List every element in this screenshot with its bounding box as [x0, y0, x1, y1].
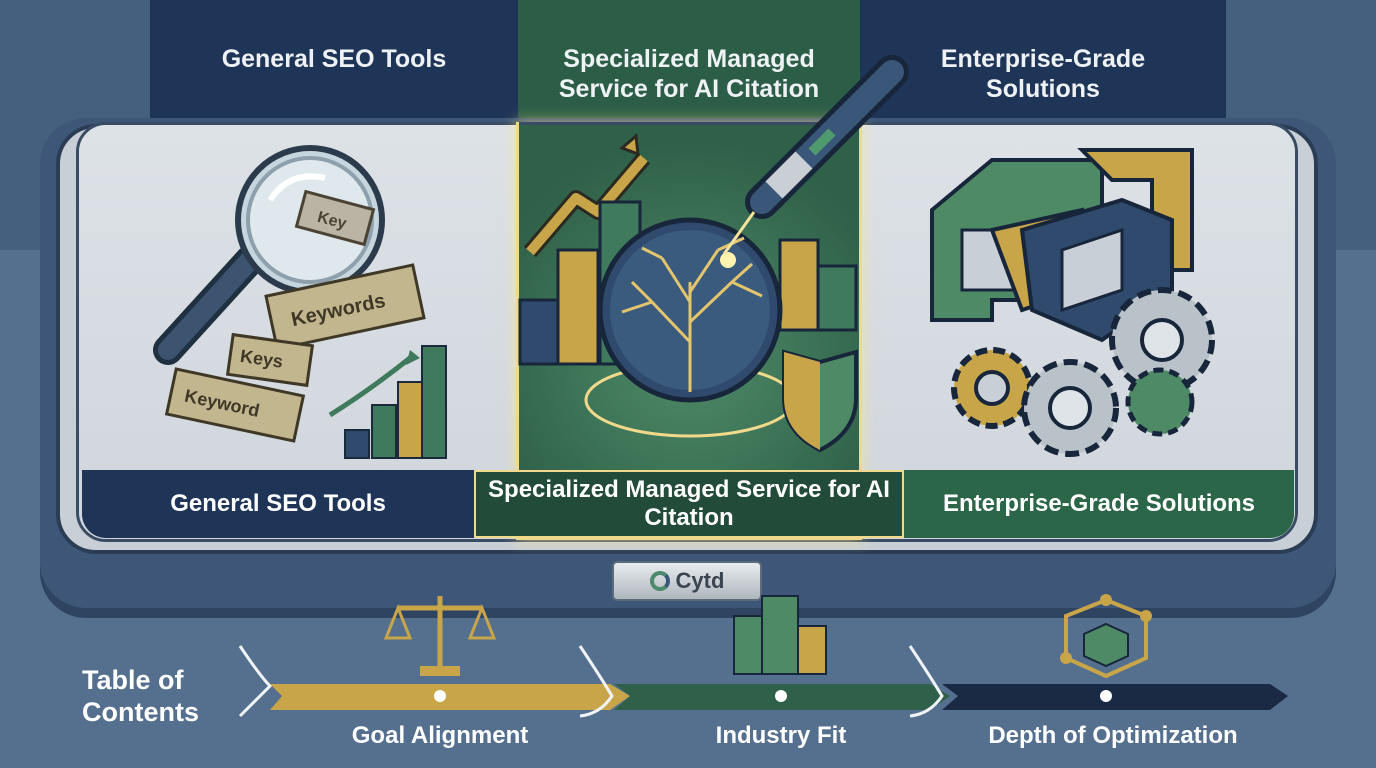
- label-enterprise-grade-solutions: Enterprise-Grade Solutions: [904, 470, 1294, 538]
- brand-name: Cytd: [675, 568, 725, 593]
- small-bar-chart-icon: [328, 345, 447, 459]
- toc-timeline: [238, 594, 1288, 718]
- network-cube-icon: [1060, 594, 1152, 679]
- keyword-bricks: Key Keywords Keys Keyword: [164, 189, 426, 443]
- office-buildings-icon: [733, 595, 827, 675]
- top-panel-specialized: Specialized Managed Service for AI Citat…: [518, 0, 860, 130]
- timeline-dot-depth-of-optimization: [1100, 690, 1112, 702]
- pen-icon: [722, 55, 909, 255]
- ai-brain-sphere-icon: [584, 217, 796, 438]
- brand-plate: Cytd: [612, 561, 762, 601]
- top-panel-general: General SEO Tools: [150, 0, 518, 130]
- label-specialized-managed-service: Specialized Managed Service for AI Citat…: [474, 470, 904, 538]
- seo-tools-illustration: Key Keywords Keys Keyword: [153, 145, 447, 459]
- balance-scale-icon: [383, 596, 497, 676]
- toc-title: Table of Contents: [82, 665, 199, 727]
- label-general-seo-tools: General SEO Tools: [82, 470, 474, 538]
- toc-item-goal-alignment[interactable]: Goal Alignment: [351, 722, 529, 749]
- timeline-dot-goal-alignment: [434, 690, 446, 702]
- interlocking-blocks-icon: [930, 148, 1194, 343]
- top-title-general: General SEO Tools: [221, 45, 447, 73]
- gears-icon: [951, 287, 1215, 457]
- top-title-specialized: Specialized Managed Service for AI Citat…: [558, 45, 820, 103]
- toc-item-industry-fit[interactable]: Industry Fit: [715, 722, 847, 749]
- timeline-dot-industry-fit: [775, 690, 787, 702]
- shield-icon: [782, 349, 858, 453]
- top-title-enterprise: Enterprise-Grade Solutions: [940, 45, 1146, 103]
- ai-citation-illustration: [518, 55, 909, 453]
- toc-item-depth-of-optimization[interactable]: Depth of Optimization: [988, 722, 1238, 749]
- growth-arrow-icon: [523, 133, 651, 258]
- brand-logo-icon: [649, 571, 670, 591]
- enterprise-illustration: [930, 148, 1215, 457]
- top-panel-enterprise: Enterprise-Grade Solutions: [860, 0, 1226, 130]
